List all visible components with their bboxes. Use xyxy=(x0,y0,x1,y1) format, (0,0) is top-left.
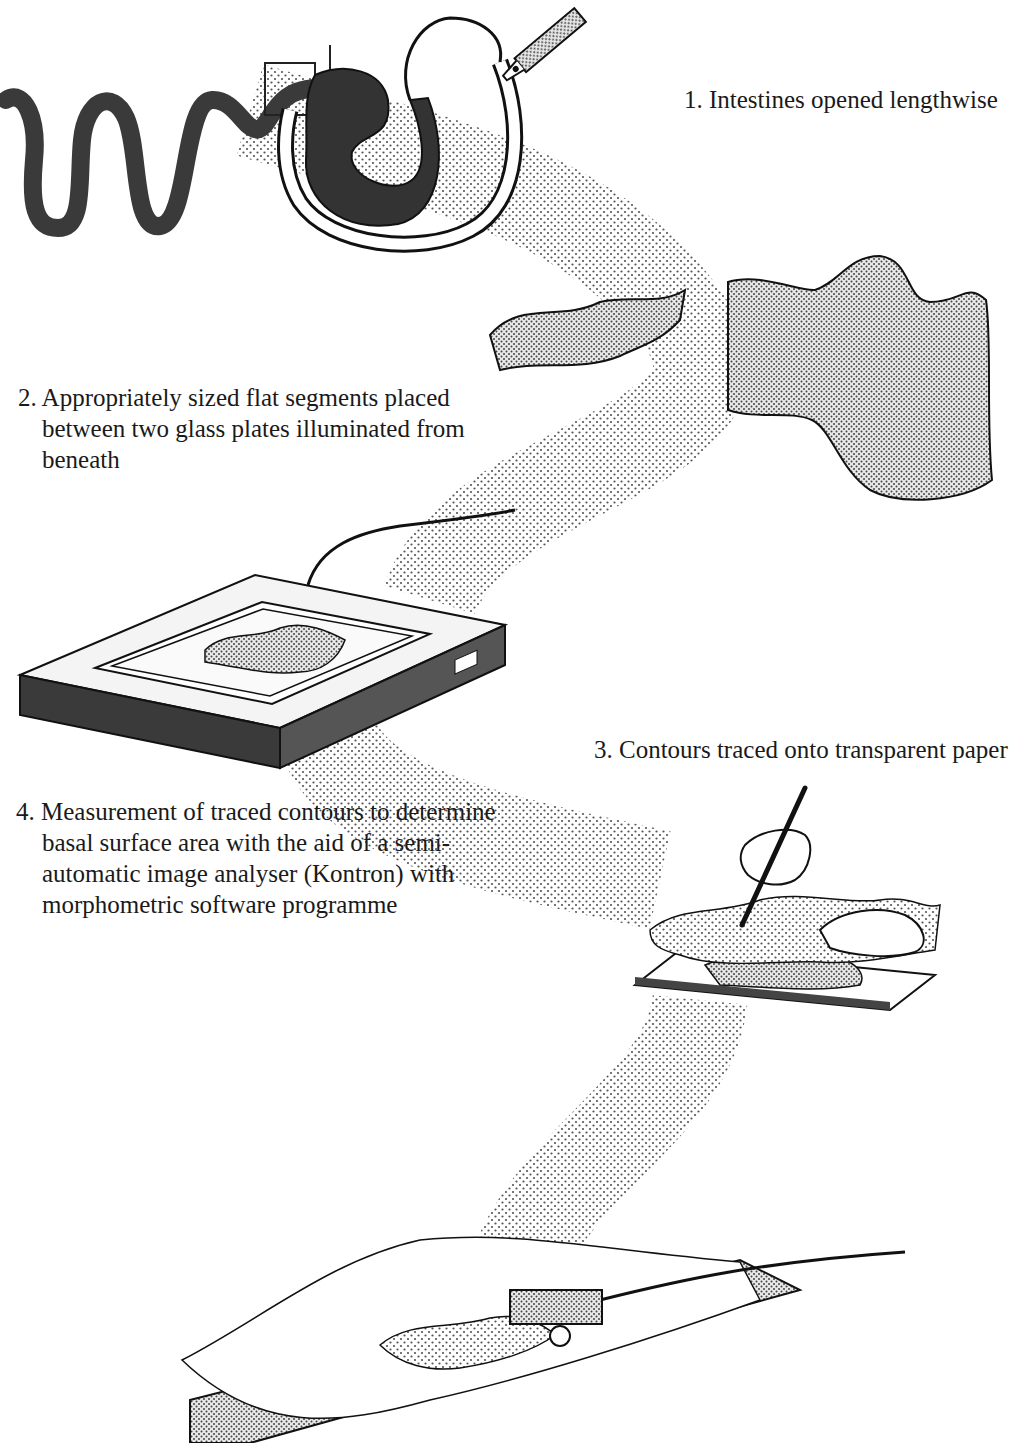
pen xyxy=(742,788,805,925)
scissors xyxy=(499,8,586,85)
cable xyxy=(600,1252,905,1300)
stipple-band xyxy=(520,1000,700,1260)
glass-plate xyxy=(95,602,430,704)
traced-paper xyxy=(182,1237,760,1418)
cursor-puck xyxy=(510,1290,602,1324)
transparent-paper xyxy=(650,896,940,963)
step-label: 1. Intestines opened lengthwise xyxy=(684,84,1020,115)
specimen xyxy=(205,625,345,673)
scissors-handle xyxy=(515,8,586,72)
hand xyxy=(820,910,924,956)
stomach-outline xyxy=(406,18,501,100)
stomach xyxy=(306,69,439,226)
step-label: 4. Measurement of traced contours to det… xyxy=(16,796,516,920)
step-label: 2. Appropriately sized flat segments pla… xyxy=(18,382,498,475)
cable xyxy=(308,510,515,585)
scissors-blade xyxy=(501,61,524,83)
cursor-lens xyxy=(550,1326,570,1346)
step-label: 3. Contours traced onto transparent pape… xyxy=(594,734,1020,765)
glass-plate-inner xyxy=(112,609,412,696)
duodenum-inner xyxy=(286,62,515,244)
lightbox-switch xyxy=(455,650,477,674)
scissors-pivot xyxy=(511,65,519,73)
flat-stomach-segment xyxy=(728,256,992,500)
duodenum-outline xyxy=(286,62,515,244)
intestine xyxy=(6,88,315,228)
flat-segment xyxy=(490,290,685,370)
